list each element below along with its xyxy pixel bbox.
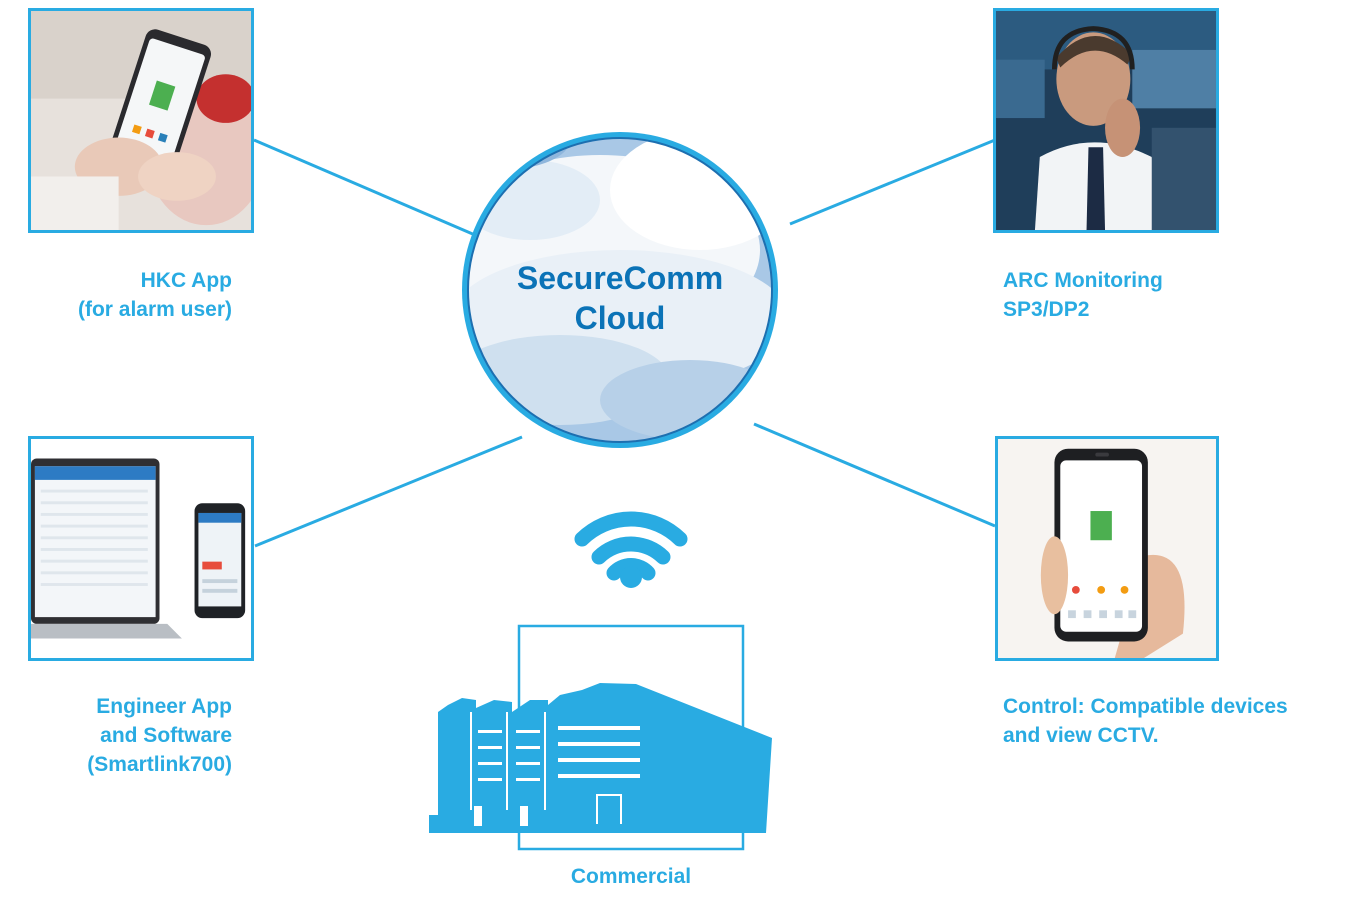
connector-control: [753, 422, 996, 528]
connector-hkc: [253, 138, 476, 237]
arc-monitoring-photo: [993, 8, 1219, 233]
control-label: Control: Compatible devices and view CCT…: [1003, 695, 1288, 747]
hand-holding-phone-image: [998, 439, 1216, 658]
wifi-icon: [574, 511, 688, 588]
building-icon: [429, 683, 772, 833]
phone-in-hand-image: [31, 11, 251, 230]
arc-monitoring-label: ARC Monitoring SP3/DP2: [1003, 269, 1163, 321]
connector-engineer: [254, 435, 523, 548]
engineer-app-photo: [28, 436, 254, 661]
hkc-app-photo: [28, 8, 254, 233]
securecomm-cloud-hub: [462, 132, 778, 448]
hub-title: SecureComm Cloud: [516, 260, 724, 336]
hkc-app-label: HKC App (for alarm user): [77, 269, 232, 321]
engineer-app-label: Engineer App and Software (Smartlink700): [87, 695, 232, 776]
commercial-label: Commercial: [570, 865, 692, 888]
operator-with-headset-image: [996, 11, 1216, 230]
control-photo: [995, 436, 1219, 661]
laptop-and-phone-image: [31, 439, 251, 658]
connector-arc: [789, 138, 996, 226]
